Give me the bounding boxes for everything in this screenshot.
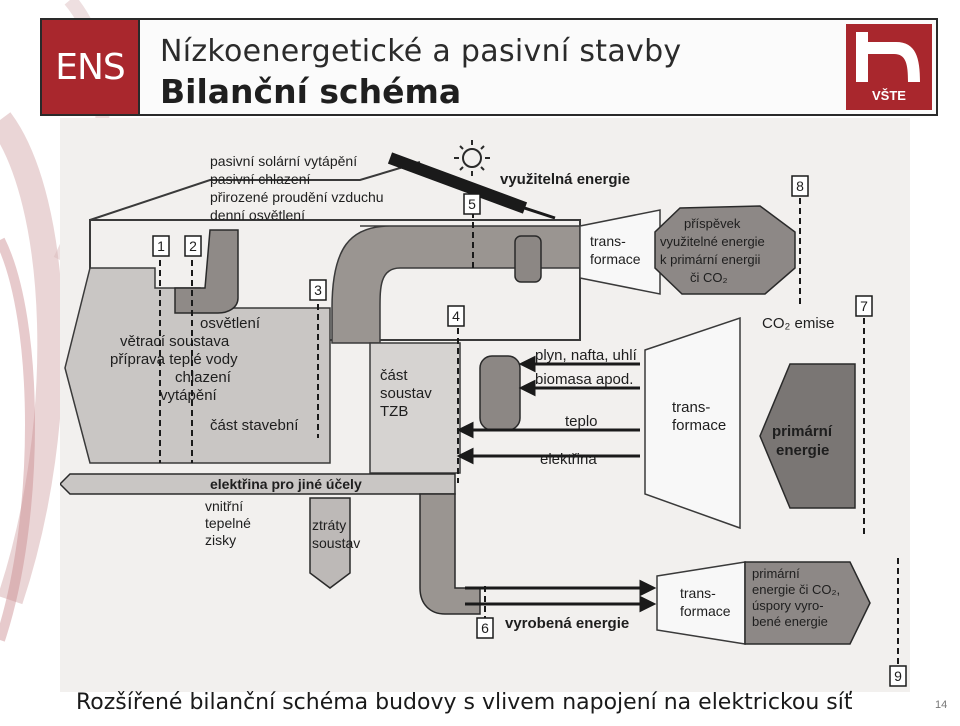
number-3: 3 (314, 282, 322, 298)
primary-energy-2: energie (776, 442, 829, 459)
produced-energy-label: vyrobená energie (505, 615, 629, 632)
number-boxes (152, 175, 907, 687)
losses-1: ztráty (312, 517, 346, 533)
ens-badge: ENS (40, 18, 140, 116)
number-9: 9 (894, 668, 902, 684)
fuel-tank (479, 355, 521, 431)
number-2: 2 (189, 238, 197, 254)
header-frame (40, 18, 938, 116)
number-5: 5 (468, 196, 476, 212)
page-title: Nízkoenergetické a pasivní stavby (160, 34, 682, 69)
transform-middle-1: trans- (672, 399, 710, 416)
primary-energy-shape (759, 363, 856, 509)
number-4: 4 (452, 308, 460, 324)
tzb-1: část (380, 367, 408, 384)
internal-gains-2: tepelné (205, 515, 251, 531)
tzb-2: soustav (380, 385, 432, 402)
losses-2: soustav (312, 535, 360, 551)
other-electricity-label: elektřina pro jiné účely (210, 476, 362, 492)
number-6: 6 (481, 620, 489, 636)
contribution-2: využitelné energie (660, 234, 765, 249)
savings-shape (744, 561, 871, 645)
osvetleni-label: osvětlení (200, 315, 261, 332)
transform-middle-2: formace (672, 417, 726, 434)
tzb-3: TZB (380, 403, 408, 420)
tzb-block (369, 342, 461, 474)
page-subtitle: Bilanční schéma (160, 72, 462, 111)
internal-gains-1: vnitřní (205, 498, 243, 514)
contribution-4: či CO₂ (690, 270, 728, 285)
savings-2: energie či CO₂, (752, 582, 840, 597)
passive-item-1: pasivní solární vytápění (210, 153, 357, 169)
internal-gains-3: zisky (205, 532, 236, 548)
contribution-1: příspěvek (684, 216, 741, 231)
passive-item-4: denní osvětlení (210, 207, 305, 223)
page-number: 14 (935, 699, 948, 711)
fuel-1: plyn, nafta, uhlí (535, 347, 638, 364)
upper-tank (514, 235, 542, 283)
building-systems-shape (64, 267, 331, 464)
systems-item-2: příprava teplé vody (110, 351, 238, 368)
contribution-3: k primární energii (660, 252, 761, 267)
transform-lower-2: formace (680, 603, 731, 619)
ens-badge-text: ENS (55, 46, 126, 88)
useful-energy-label: využitelná energie (500, 171, 630, 188)
fuel-2: biomasa apod. (535, 371, 633, 388)
figure-caption: Rozšířené bilanční schéma budovy s vlive… (76, 690, 853, 715)
systems-item-4: vytápění (160, 387, 218, 404)
transform-upper-1: trans- (590, 233, 626, 249)
transform-lower-1: trans- (680, 585, 716, 601)
balance-scheme-diagram: pasivní solární vytápění pasivní chlazen… (60, 118, 910, 692)
upper-transform-cone (579, 209, 661, 295)
middle-transform-cone (644, 316, 741, 530)
logo-text: VŠTE (872, 88, 906, 103)
teplo-label: teplo (565, 413, 598, 430)
cast-stavebni-label: část stavební (210, 417, 299, 434)
elektrina-label: elektřina (540, 451, 597, 468)
vste-logo: VŠTE (846, 24, 932, 110)
building-roof (89, 161, 421, 221)
savings-3: úspory vyro- (752, 598, 824, 613)
losses-arrow (309, 497, 351, 589)
contribution-octagon (654, 205, 796, 295)
number-8: 8 (796, 178, 804, 194)
elbow-duct (174, 229, 239, 314)
savings-1: primární (752, 566, 800, 581)
transform-upper-2: formace (590, 251, 641, 267)
other-electricity-arrow (60, 473, 456, 495)
number-7: 7 (860, 298, 868, 314)
sun-icon (454, 140, 490, 176)
primary-energy-1: primární (772, 423, 833, 440)
systems-item-1: větrací soustava (120, 333, 230, 350)
passive-item-3: přirozené proudění vzduchu (210, 189, 384, 205)
passive-item-2: pasivní chlazení (210, 171, 311, 187)
systems-item-3: chlazení (175, 369, 232, 386)
co2-emise-label: CO₂ emise (762, 315, 835, 332)
number-1: 1 (157, 238, 165, 254)
savings-4: bené energie (752, 614, 828, 629)
